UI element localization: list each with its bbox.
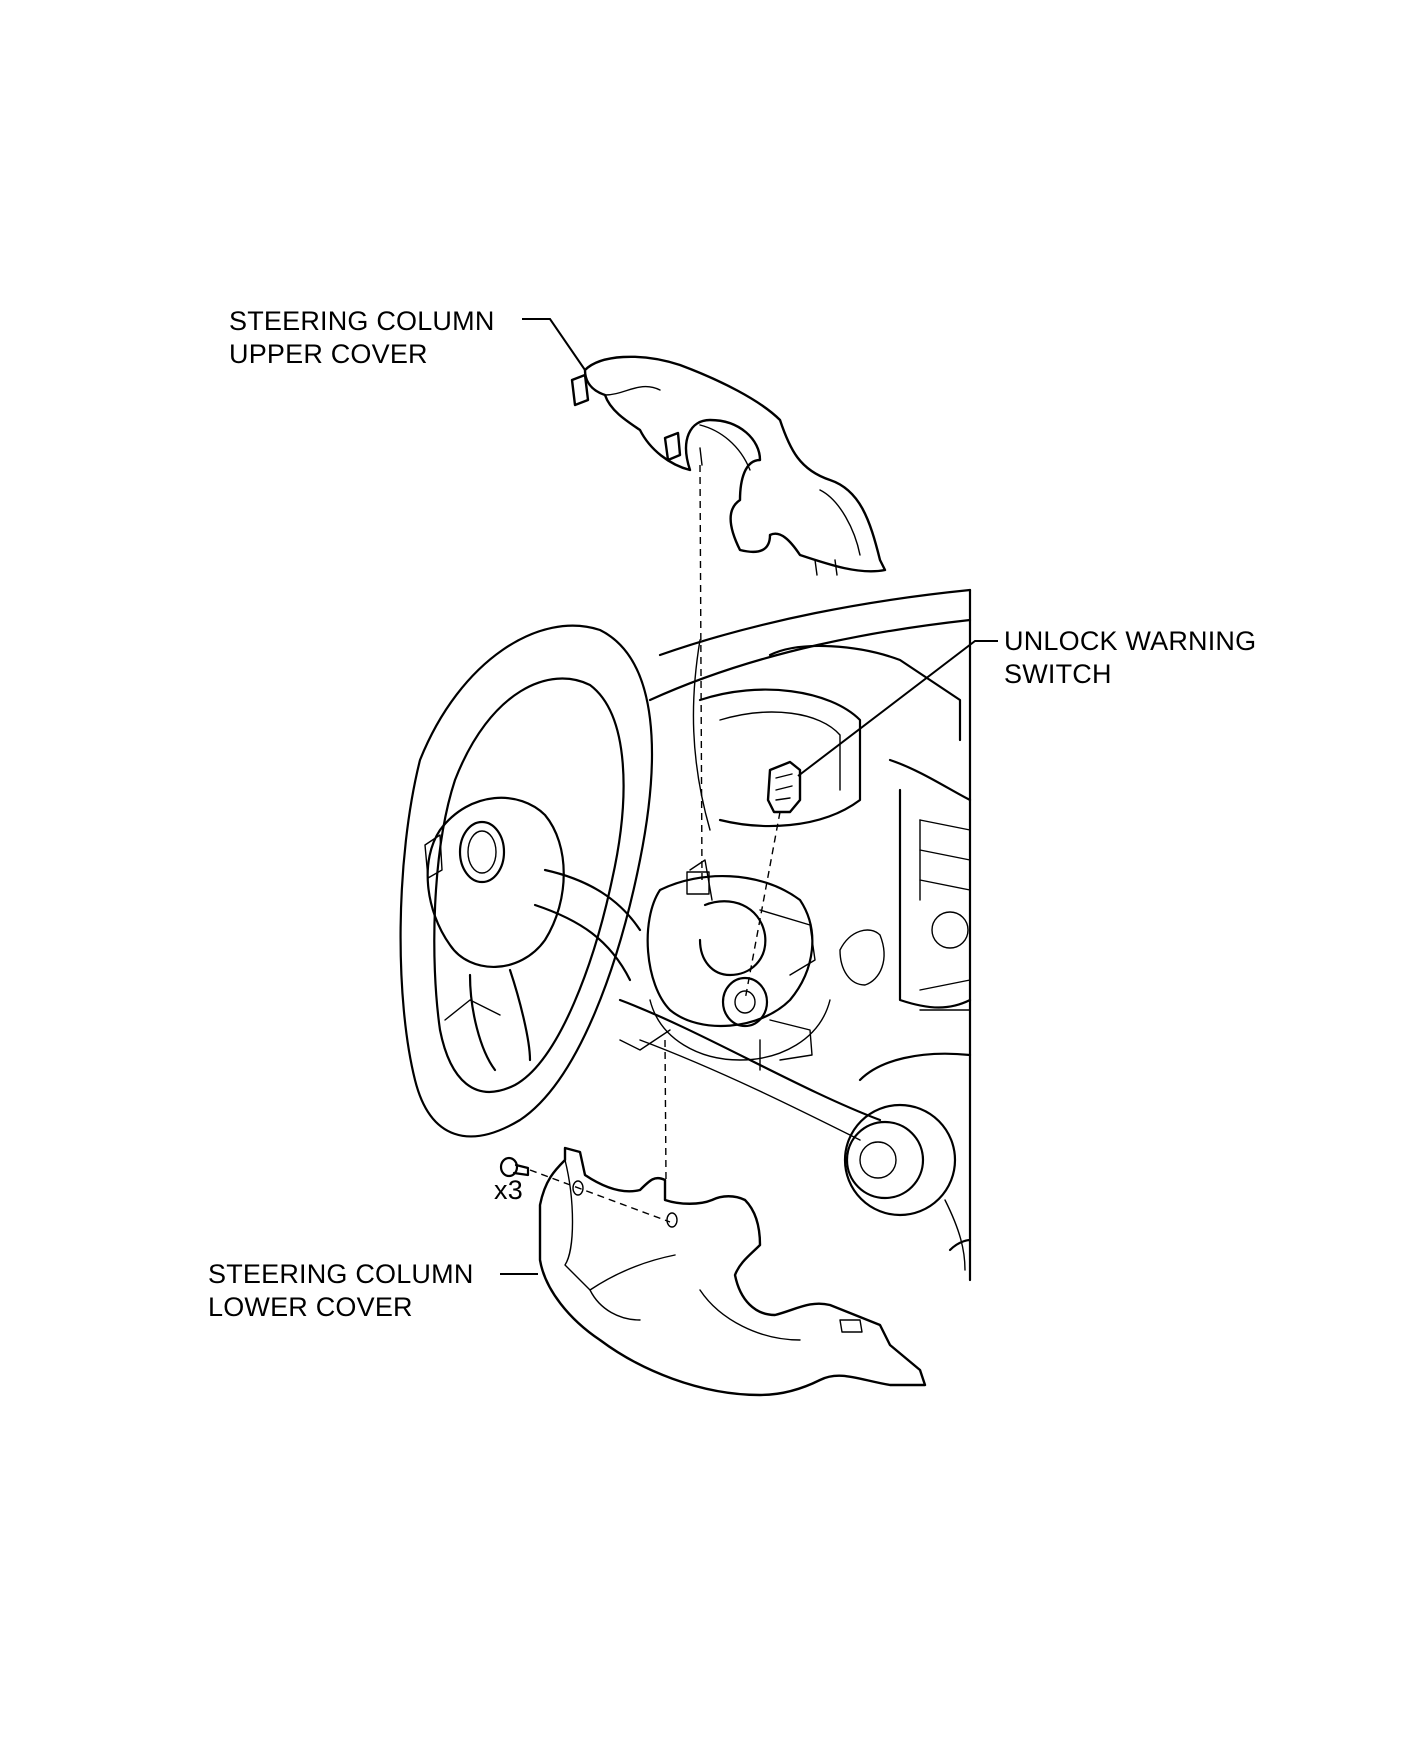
steering-column-lower-cover <box>538 1146 927 1397</box>
upper-cover-label: STEERING COLUMN UPPER COVER <box>229 305 495 371</box>
unlock-warning-switch <box>766 760 802 814</box>
unlock-switch-label-line-1: UNLOCK WARNING <box>1004 626 1257 656</box>
dashboard <box>618 588 972 1282</box>
upper-cover-label-line-1: STEERING COLUMN <box>229 306 495 336</box>
installation-guide-lines <box>529 464 781 1223</box>
lower-cover-label: STEERING COLUMN LOWER COVER <box>208 1258 474 1324</box>
screw <box>499 1156 530 1178</box>
unlock-switch-label-line-2: SWITCH <box>1004 659 1112 689</box>
steering-column <box>619 859 831 1071</box>
steering-column-upper-cover <box>570 355 887 576</box>
upper-cover-label-line-2: UPPER COVER <box>229 339 428 369</box>
lower-cover-label-line-1: STEERING COLUMN <box>208 1259 474 1289</box>
lower-cover-label-line-2: LOWER COVER <box>208 1292 413 1322</box>
unlock-switch-label: UNLOCK WARNING SWITCH <box>1004 625 1256 691</box>
screw-quantity-label: x3 <box>494 1175 523 1205</box>
leader-lines <box>500 318 998 1275</box>
steering-wheel <box>399 624 654 1138</box>
